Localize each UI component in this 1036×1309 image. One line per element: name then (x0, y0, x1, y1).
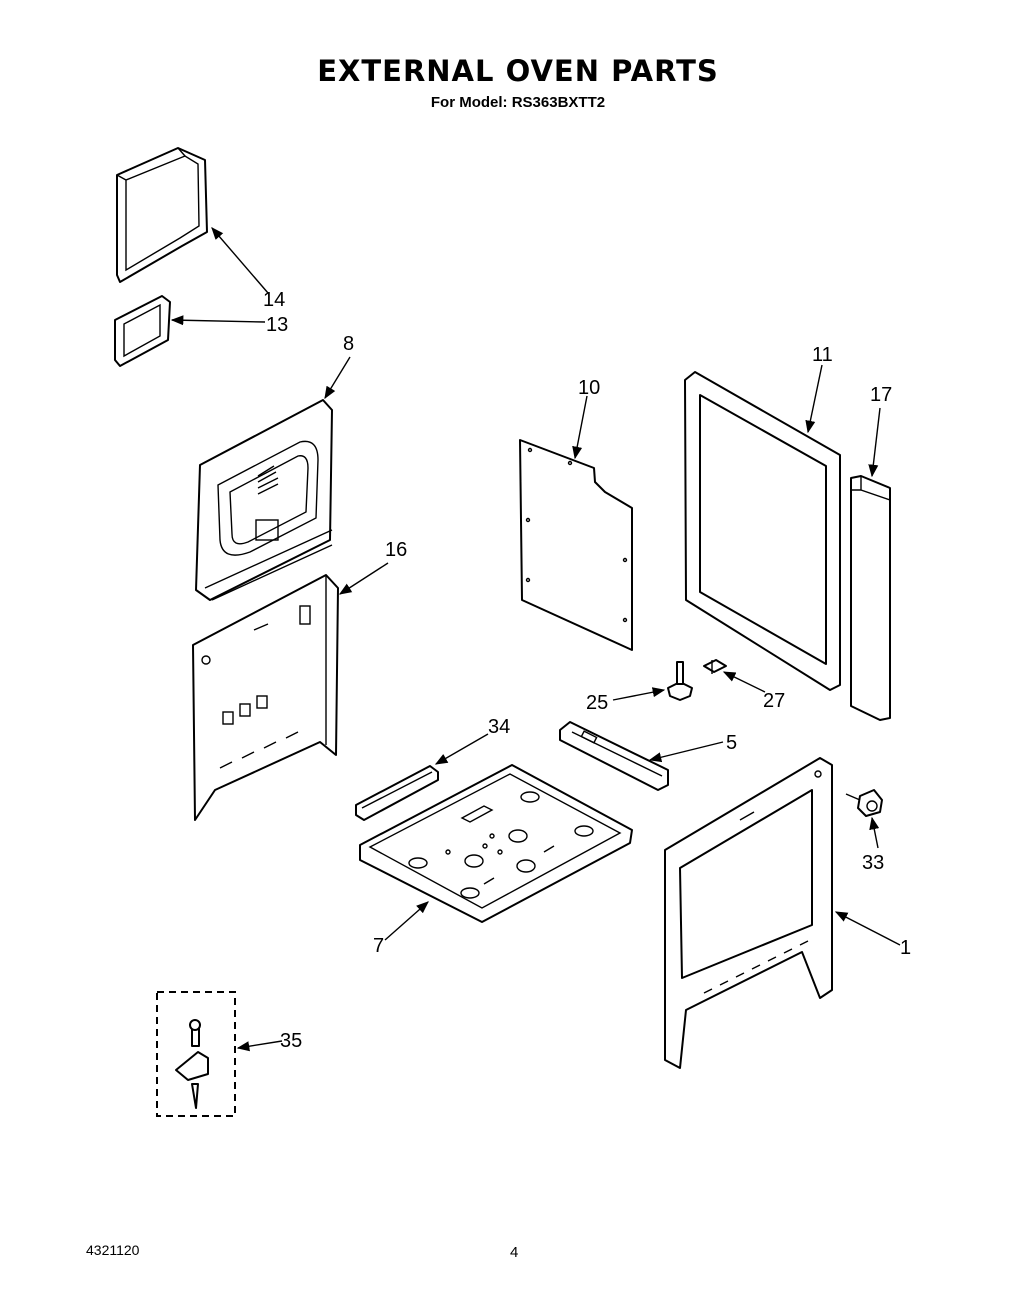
page-number: 4 (510, 1244, 519, 1261)
part-8-back-panel (195, 399, 333, 601)
leader-13 (170, 315, 266, 326)
callout-33: 33 (862, 852, 884, 874)
leader-11 (805, 364, 823, 434)
part-34-bracket (355, 765, 439, 821)
callout-7: 7 (373, 935, 384, 957)
part-1-front-frame (664, 757, 833, 1069)
leader-25 (612, 687, 666, 701)
callout-34: 34 (488, 716, 510, 738)
model-subtitle: For Model: RS363BXTT2 (430, 94, 606, 111)
callout-35: 35 (280, 1030, 302, 1052)
leader-10 (572, 395, 588, 460)
callout-5: 5 (726, 732, 737, 754)
leader-17 (868, 407, 881, 478)
callout-8: 8 (343, 333, 354, 355)
page-title: EXTERNAL OVEN PARTS (317, 54, 719, 88)
callout-11: 11 (812, 344, 833, 366)
leader-34 (434, 733, 489, 765)
part-17-trim (850, 475, 891, 721)
part-10-rear-panel (519, 439, 633, 651)
leader-1 (834, 911, 901, 946)
callout-1: 1 (900, 937, 911, 959)
document-number: 4321120 (86, 1242, 140, 1258)
leader-14 (211, 227, 269, 294)
callout-17: 17 (870, 384, 892, 406)
part-16-side-panel (192, 574, 339, 821)
leader-27 (722, 671, 766, 693)
part-35-anti-tip-kit (156, 991, 236, 1117)
leader-16 (338, 562, 389, 595)
part-33-valve (845, 789, 883, 817)
leader-5 (648, 741, 724, 763)
part-11-frame (684, 371, 841, 691)
leader-35 (236, 1040, 283, 1052)
part-5-rail (559, 721, 669, 791)
callout-14: 14 (263, 289, 285, 311)
callout-10: 10 (578, 377, 600, 399)
part-25-leveling-leg (667, 661, 693, 701)
leader-33 (869, 816, 880, 849)
leader-7 (384, 901, 429, 941)
callout-27: 27 (763, 690, 785, 712)
part-13-bracket (114, 295, 171, 367)
callout-25: 25 (586, 692, 608, 714)
part-14-bracket (116, 147, 208, 283)
callout-13: 13 (266, 314, 288, 336)
part-27-clip (703, 659, 727, 674)
part-7-base-pan (359, 764, 633, 923)
leader-8 (324, 356, 351, 400)
callout-16: 16 (385, 539, 407, 561)
